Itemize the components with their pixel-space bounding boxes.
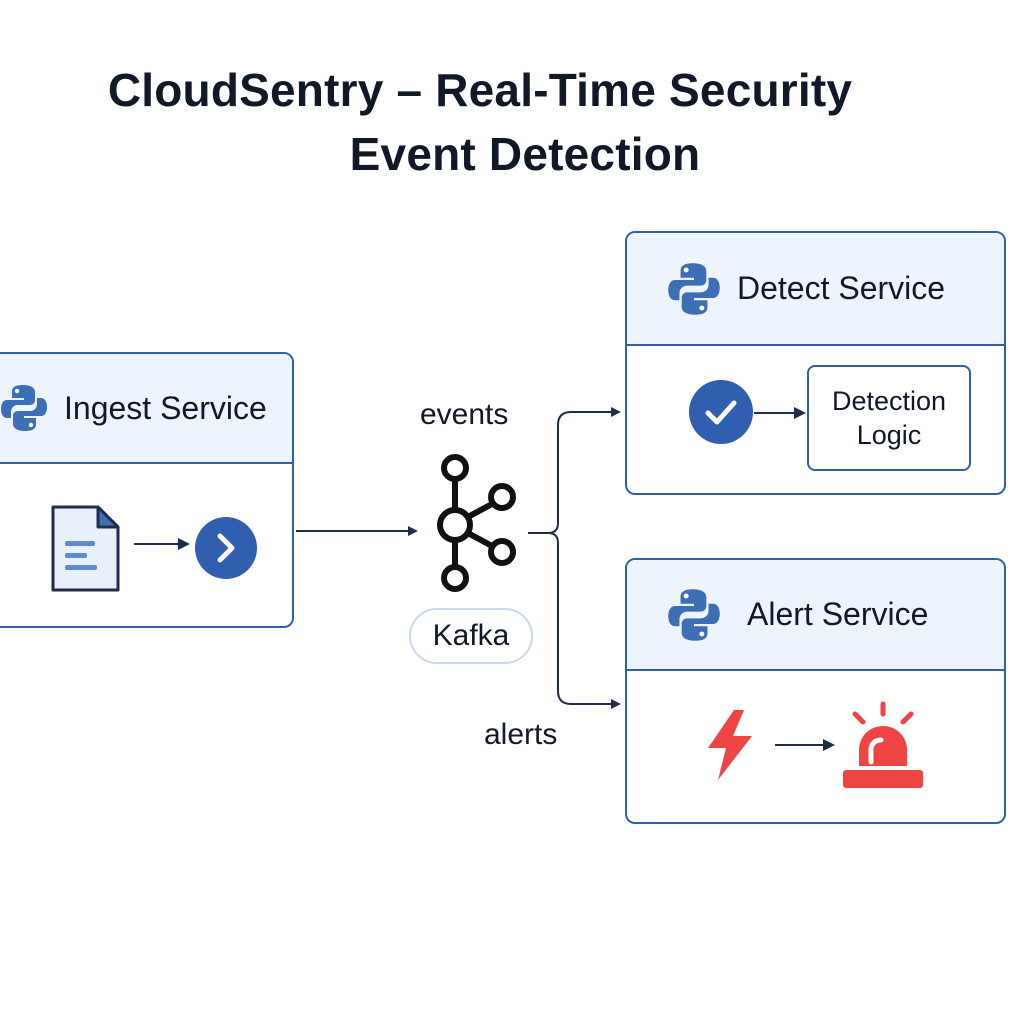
siren-icon (843, 701, 923, 788)
detect-service-card: Detect Service Detection Logic (625, 231, 1006, 495)
detect-service-header: Detect Service (627, 233, 1004, 346)
alerts-branch-arrow (547, 532, 621, 709)
arrow-icon (754, 407, 806, 419)
detection-logic-box: Detection Logic (807, 365, 971, 471)
alert-service-header: Alert Service (627, 560, 1004, 671)
python-icon (1, 385, 47, 431)
kafka-badge: Kafka (409, 608, 533, 664)
ingest-service-header: Ingest Service (0, 354, 292, 464)
arrow-icon (775, 739, 835, 751)
document-icon (51, 505, 120, 592)
kafka-label: Kafka (432, 619, 510, 652)
arrow-icon (134, 538, 190, 550)
alert-service-label: Alert Service (747, 596, 929, 632)
detection-logic-line-1: Detection (831, 386, 947, 416)
diagram-title: CloudSentry – Real-Time Security Event D… (40, 58, 920, 186)
events-branch-arrow (528, 407, 621, 534)
alerts-label: alerts (484, 718, 558, 751)
detection-logic-line-2: Logic (856, 420, 922, 450)
events-label: events (420, 398, 509, 431)
title-line-1: CloudSentry – Real-Time Security (107, 64, 853, 116)
chevron-right-icon (195, 517, 257, 579)
title-line-2: Event Detection (349, 128, 701, 180)
kafka-icon (437, 454, 516, 592)
python-icon (668, 262, 720, 315)
lightning-icon (708, 710, 752, 780)
python-icon (668, 588, 720, 641)
ingest-service-label: Ingest Service (64, 389, 267, 426)
detect-service-label: Detect Service (737, 270, 946, 306)
checkmark-icon (689, 380, 753, 444)
ingest-service-card: Ingest Service (0, 352, 294, 628)
alert-service-card: Alert Service (625, 558, 1006, 824)
